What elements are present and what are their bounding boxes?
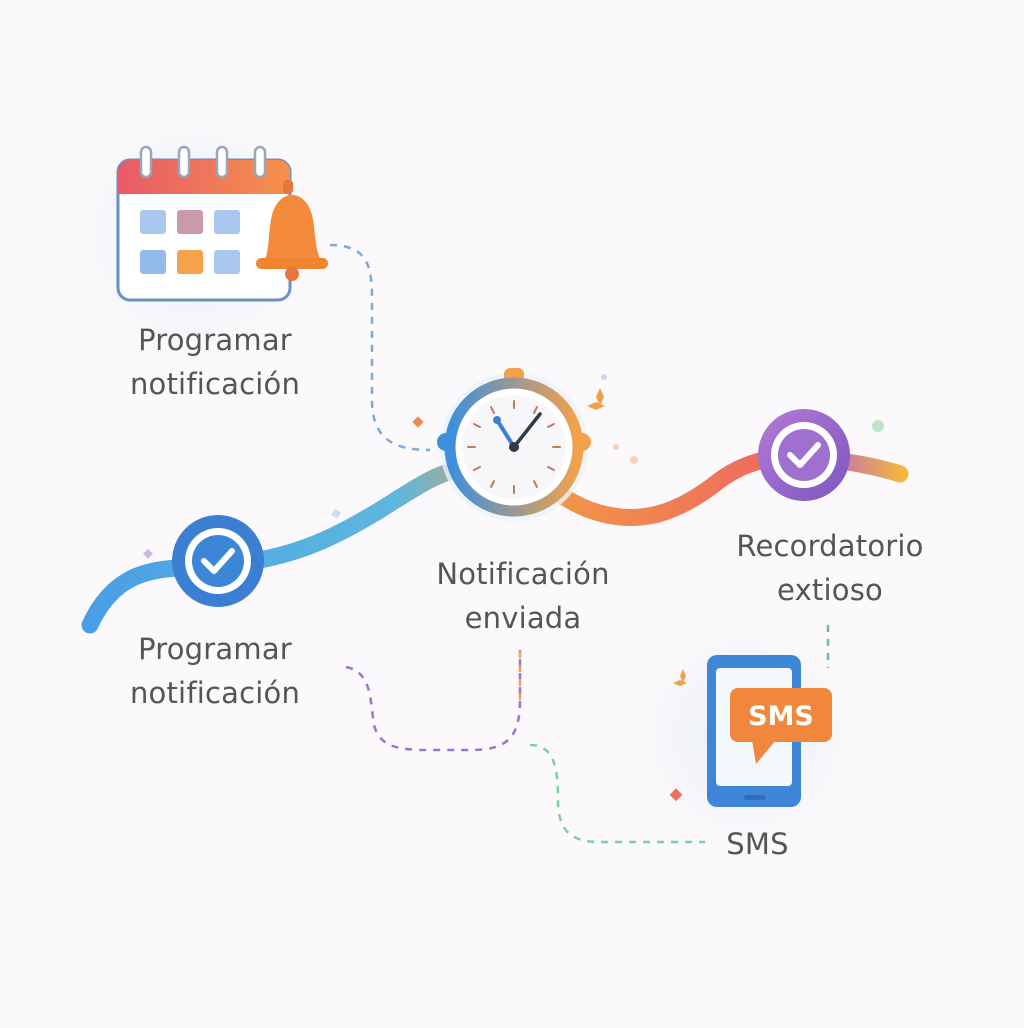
label-line-1: Programar	[138, 323, 292, 357]
schedule-notification-label-bottom: Programar notificación	[95, 627, 335, 715]
label-line-1: Notificación	[436, 557, 610, 591]
dashed-connector-purple	[345, 650, 522, 752]
clock-icon	[437, 368, 591, 521]
label-line-2: extioso	[777, 573, 883, 607]
dashed-connector-green	[529, 743, 705, 844]
check-node-blue	[172, 515, 264, 607]
sms-label-text: SMS	[726, 827, 789, 861]
label-line-2: enviada	[464, 601, 582, 635]
label-line-1: Recordatorio	[736, 529, 924, 563]
calendar-icon	[116, 145, 292, 302]
sms-label: SMS	[700, 822, 815, 866]
check-node-purple	[758, 409, 850, 501]
sms-bubble-icon: SMS	[730, 688, 832, 764]
check-icon	[787, 442, 821, 468]
notification-sent-label: Notificación enviada	[408, 552, 638, 640]
schedule-notification-label-top: Programar notificación	[95, 318, 335, 406]
label-line-2: notificación	[129, 676, 301, 710]
label-line-2: notificación	[129, 367, 301, 401]
bell-icon	[256, 180, 328, 281]
sms-bubble-text: SMS	[748, 701, 814, 732]
dashed-connector-calendar-to-clock	[329, 243, 431, 452]
label-line-1: Programar	[138, 632, 292, 666]
reminder-label: Recordatorio extioso	[705, 524, 955, 612]
check-icon	[201, 548, 235, 574]
